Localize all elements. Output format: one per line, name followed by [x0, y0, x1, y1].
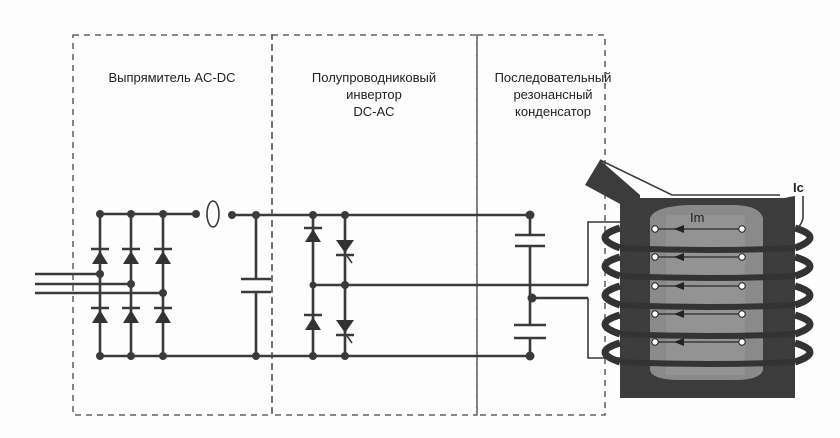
resonant-capacitor-section-box [476, 34, 606, 416]
junction-node [341, 211, 349, 219]
melt-current-label: Im [690, 210, 704, 225]
rectifier-diode-2-upper [122, 247, 140, 264]
eddy-current-loop [651, 338, 746, 346]
junction-node [341, 352, 349, 360]
resonant-title-line1: Последовательный [495, 70, 612, 85]
junction-node [127, 280, 135, 288]
junction-node [159, 210, 167, 218]
junction-node [96, 270, 104, 278]
junction-node [159, 289, 167, 297]
dc-link-capacitor [241, 211, 271, 360]
junction-node [525, 210, 535, 220]
eddy-current-loops [651, 225, 746, 346]
junction-node [341, 281, 349, 289]
inverter-diode-lower [304, 313, 322, 330]
eddy-current-loop [651, 282, 746, 290]
junction-node [96, 352, 104, 360]
furnace-spout [585, 160, 640, 205]
rectifier-title: Выпрямитель AC-DC [108, 70, 235, 85]
inverter-circuit [304, 211, 588, 360]
junction-node [127, 352, 135, 360]
rectifier-diode-2-lower [122, 306, 140, 323]
coil-lead-top [587, 221, 620, 285]
junction-node [309, 281, 317, 289]
crucible-right-lip [755, 196, 795, 230]
resonant-capacitor-circuit [514, 210, 588, 361]
junction-node [527, 293, 537, 303]
junction-node [525, 351, 535, 361]
junction-node [159, 352, 167, 360]
junction-node [309, 211, 317, 219]
junction-node [96, 210, 104, 218]
junction-node [127, 210, 135, 218]
inverter-thyristor-upper [336, 240, 354, 264]
section-boxes [72, 34, 606, 416]
inverter-title-line3: DC-AC [353, 104, 394, 119]
junction-node [309, 352, 317, 360]
inverter-section-box [271, 34, 478, 416]
resonant-title-line3: конденсатор [515, 104, 591, 119]
rectifier-diode-3-lower [154, 306, 172, 323]
coil-current-leader [791, 196, 804, 231]
inverter-title-line1: Полупроводниковый [312, 70, 436, 85]
eddy-current-loop [651, 225, 746, 233]
rectifier-diode-1-lower [91, 306, 109, 323]
rectifier-diode-1-upper [91, 247, 109, 264]
inverter-thyristor-lower [336, 320, 354, 344]
dc-link-inductor [192, 200, 236, 228]
resonant-title-line2: резонансный [513, 87, 592, 102]
rectifier-circuit [35, 200, 530, 360]
rectifier-diode-3-upper [154, 247, 172, 264]
induction-furnace: Im [585, 159, 814, 398]
molten-metal-highlight [666, 215, 745, 375]
inverter-diode-upper [304, 226, 322, 242]
eddy-current-loop [651, 253, 746, 261]
furnace-spout-outline [599, 159, 780, 196]
coil-current-label: Ic [793, 180, 804, 195]
induction-coil [601, 224, 814, 367]
eddy-current-loop [651, 310, 746, 318]
inverter-title-line2: инвертор [346, 87, 402, 102]
